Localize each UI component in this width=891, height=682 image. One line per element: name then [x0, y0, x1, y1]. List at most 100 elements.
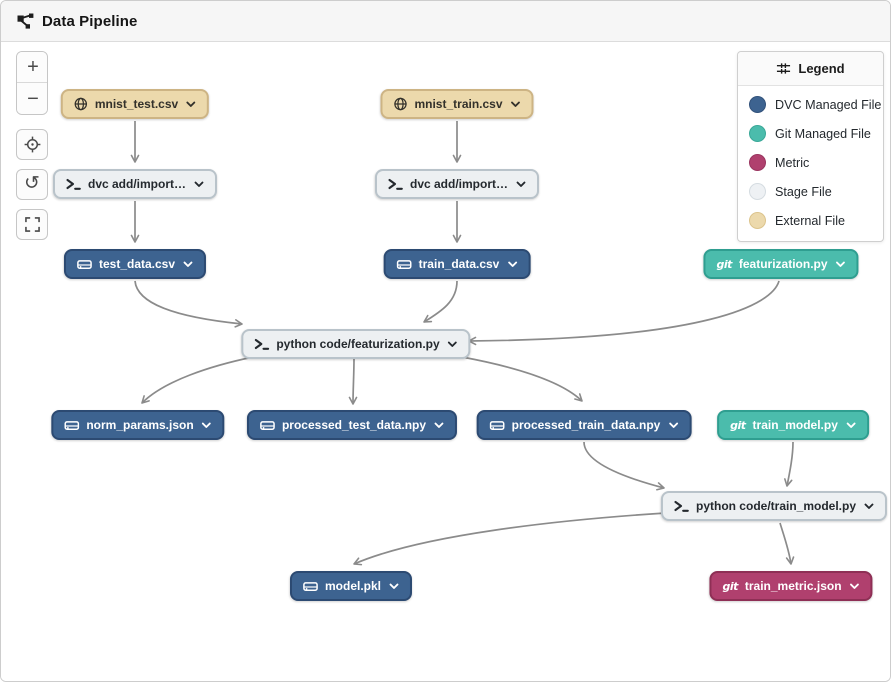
legend-swatch — [749, 183, 766, 200]
plus-icon: + — [27, 56, 39, 78]
node-processed_train_data.npy[interactable]: processed_train_data.npy — [476, 410, 692, 440]
drive-icon — [64, 419, 80, 431]
node-train_data.csv[interactable]: train_data.csv — [383, 249, 531, 279]
node-label: mnist_train.csv — [414, 97, 503, 111]
chevron-down-icon — [194, 181, 204, 188]
node-processed_test_data.npy[interactable]: processed_test_data.npy — [246, 410, 458, 440]
drive-icon — [396, 258, 412, 270]
edge-featurization.py-to-featurize-stage — [468, 280, 780, 346]
legend-item: Metric — [738, 148, 883, 177]
node-mnist_test.csv[interactable]: mnist_test.csv — [60, 89, 210, 119]
globe-icon — [74, 97, 88, 111]
graph-toolbar: + − ↺ — [16, 51, 48, 249]
zoom-out-button[interactable]: − — [17, 83, 47, 114]
node-train_metric.json[interactable]: git train_metric.json — [709, 571, 873, 601]
drive-icon — [489, 419, 505, 431]
node-label: featurization.py — [738, 257, 828, 271]
zoom-button-group: + − — [16, 51, 48, 115]
edge-train_data.csv-to-featurize-stage — [423, 280, 458, 323]
edge-train-stage-to-train_metric.json — [779, 522, 795, 565]
legend-item: DVC Managed File — [738, 90, 883, 119]
chevron-down-icon — [516, 181, 526, 188]
node-featurization.py[interactable]: git featurization.py — [703, 249, 859, 279]
drive-icon — [260, 419, 275, 431]
globe-icon — [393, 97, 407, 111]
node-norm_params.json[interactable]: norm_params.json — [51, 410, 225, 440]
chevron-down-icon — [668, 422, 678, 429]
edge-featurize-stage-to-norm_params.json — [141, 356, 254, 404]
chevron-down-icon — [448, 341, 458, 348]
legend-item: External File — [738, 206, 883, 235]
fullscreen-button[interactable] — [16, 209, 48, 240]
node-test_data.csv[interactable]: test_data.csv — [63, 249, 207, 279]
node-mnist_train.csv[interactable]: mnist_train.csv — [380, 89, 534, 119]
legend-item: Git Managed File — [738, 119, 883, 148]
edge-processed_train_data.npy-to-train-stage — [583, 441, 665, 491]
terminal-icon — [66, 178, 81, 190]
edge-test_data.csv-to-featurize-stage — [134, 280, 243, 328]
node-label: train_metric.json — [744, 579, 842, 593]
legend-label: Git Managed File — [775, 126, 871, 141]
git-icon: git — [716, 257, 732, 271]
node-label: dvc add/import… — [409, 177, 509, 191]
reset-view-button[interactable]: ↺ — [16, 169, 48, 200]
node-label: mnist_test.csv — [94, 97, 179, 111]
node-label: train_model.py — [752, 418, 838, 432]
chevron-down-icon — [389, 583, 399, 590]
drive-icon — [303, 580, 318, 592]
node-label: processed_test_data.npy — [281, 418, 427, 432]
node-label: python code/featurization.py — [276, 337, 440, 351]
legend-label: Stage File — [775, 184, 832, 199]
node-model.pkl[interactable]: model.pkl — [289, 571, 413, 601]
node-label: test_data.csv — [98, 257, 176, 271]
chevron-down-icon — [864, 503, 874, 510]
node-label: processed_train_data.npy — [511, 418, 661, 432]
legend-swatch — [749, 96, 766, 113]
chevron-down-icon — [186, 101, 196, 108]
legend-label: Metric — [775, 155, 810, 170]
legend-header: Legend — [738, 52, 883, 86]
node-train_model.py[interactable]: git train_model.py — [717, 410, 869, 440]
zoom-in-button[interactable]: + — [17, 52, 47, 83]
node-import-train[interactable]: dvc add/import… — [374, 169, 540, 199]
legend-label: DVC Managed File — [775, 97, 882, 112]
edge-train-stage-to-model.pkl — [353, 512, 667, 566]
chevron-down-icon — [836, 261, 846, 268]
node-train-stage[interactable]: python code/train_model.py — [660, 491, 888, 521]
git-icon: git — [722, 579, 738, 593]
chevron-down-icon — [183, 261, 193, 268]
legend-title: Legend — [798, 61, 845, 76]
edge-featurize-stage-to-processed_test_data.npy — [348, 358, 358, 405]
crosshair-icon — [24, 136, 40, 153]
legend-swatch — [749, 154, 766, 171]
chevron-down-icon — [850, 583, 860, 590]
edge-train_model.py-to-train-stage — [784, 441, 794, 487]
chevron-down-icon — [846, 422, 856, 429]
legend-swatch — [749, 212, 766, 229]
chevron-down-icon — [434, 422, 444, 429]
git-icon: git — [730, 418, 746, 432]
node-label: model.pkl — [324, 579, 382, 593]
terminal-icon — [674, 500, 689, 512]
chevron-down-icon — [202, 422, 212, 429]
fullscreen-icon — [24, 217, 40, 232]
terminal-icon — [388, 178, 403, 190]
minus-icon: − — [27, 87, 39, 110]
page-title: Data Pipeline — [42, 12, 138, 30]
node-label: train_data.csv — [418, 257, 500, 271]
chevron-down-icon — [511, 101, 521, 108]
terminal-icon — [254, 338, 270, 350]
pipeline-dag-icon — [17, 13, 34, 29]
legend-item: Stage File — [738, 177, 883, 206]
drive-icon — [77, 258, 92, 270]
sliders-icon — [777, 63, 791, 74]
center-view-button[interactable] — [16, 129, 48, 160]
node-featurize-stage[interactable]: python code/featurization.py — [241, 329, 471, 359]
node-import-test[interactable]: dvc add/import… — [52, 169, 218, 199]
rotate-ccw-icon: ↺ — [24, 173, 40, 194]
node-label: dvc add/import… — [87, 177, 187, 191]
